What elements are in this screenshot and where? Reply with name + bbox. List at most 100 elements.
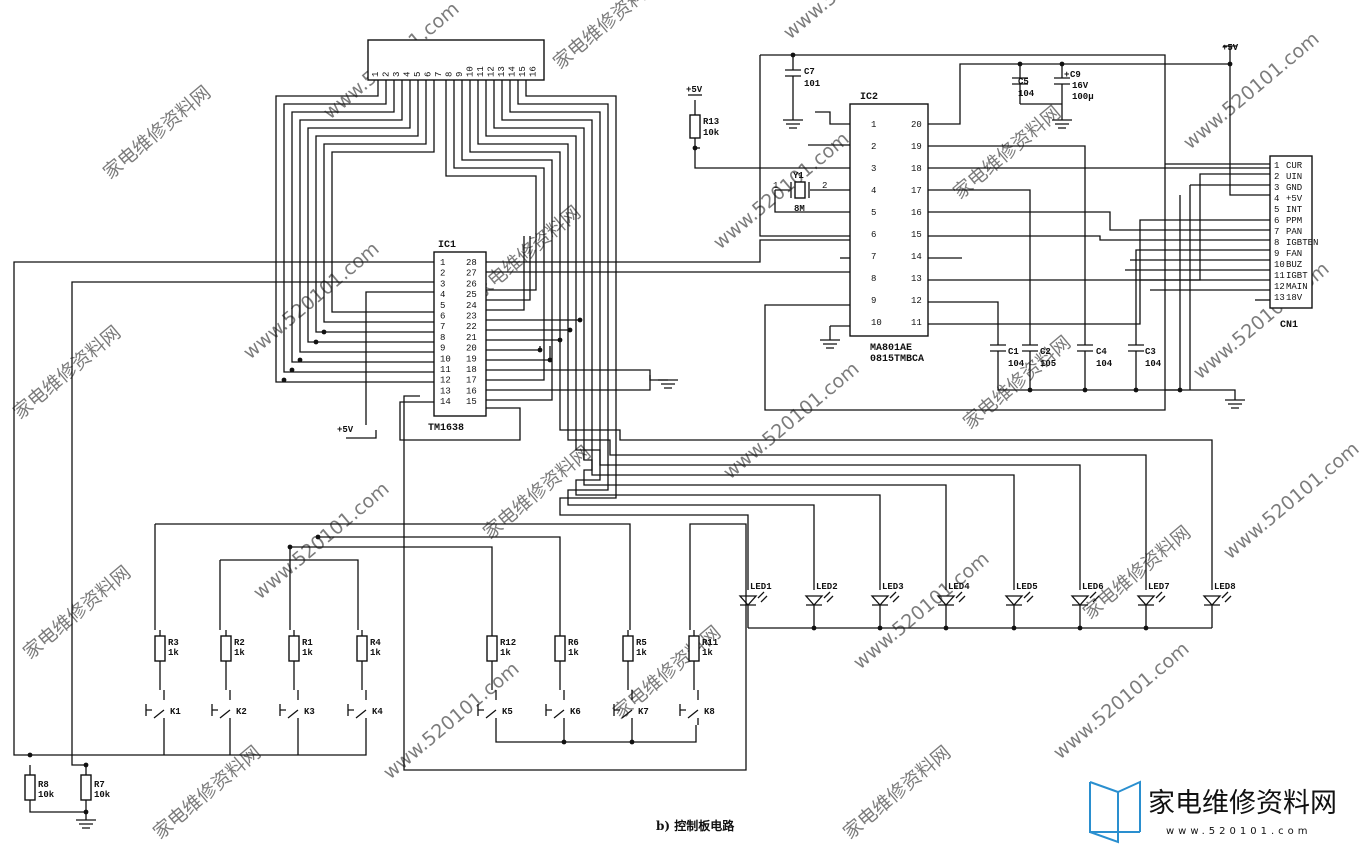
ic1-pin-right: 20 [466,344,477,354]
r7-value: 10k [94,790,111,800]
ic2-pin-left: 8 [871,274,876,284]
top-connector-pin: 9 [455,72,465,77]
cn1-pin-name: UIN [1286,172,1302,182]
cn1-pin-number: 10 [1274,260,1285,270]
cn1-pin-number: 7 [1274,227,1279,237]
pull-down-resistors: R8 10k R7 10k [24,774,111,801]
watermark-text: 家电维修资料网 [9,321,125,423]
ic1-pin-right: 18 [466,365,477,375]
cap-c4: C4 104 [1077,344,1113,370]
power-5v-cn1: +5V [1222,43,1239,53]
key-resistor-value: 1k [234,648,245,658]
ic1-pin-left: 7 [440,322,445,332]
key-resistor [554,635,566,662]
cap-c5: C5 104 [1012,77,1035,99]
ground-symbols [76,119,1245,829]
cap-c1-ref: C1 [1008,347,1019,357]
capacitors: C7 101 C5 104 + C9 16V 100μ C1 104 C2 10… [785,67,1162,370]
led-symbol [870,595,890,606]
cn1-pin-name: CUR [1286,161,1303,171]
led-label: LED7 [1148,582,1170,592]
led-symbol [1070,595,1090,606]
ic2-pin-left: 6 [871,230,876,240]
key-resistor-ref: R2 [234,638,245,648]
watermark-url: www.520101.com [849,548,993,674]
key-switch-label: K4 [372,707,383,717]
watermark-url: www.520101.com [239,238,383,364]
led-label: LED3 [882,582,904,592]
led-symbol [738,595,758,606]
top-connector-pin: 11 [476,66,486,77]
ic1-pin-right: 21 [466,333,477,343]
key-resistor [288,635,300,662]
junction-dots [27,52,1233,815]
cn1-pin-number: 8 [1274,238,1279,248]
cn1-pin-number: 9 [1274,249,1279,259]
top-connector-pin: 2 [382,72,392,77]
ic1-pin-left: 1 [440,258,445,268]
cap-c3-ref: C3 [1145,347,1156,357]
watermark-text: 家电维修资料网 [949,101,1065,203]
led-label: LED5 [1016,582,1038,592]
cn1-pin-name: IGBT [1286,271,1308,281]
ic2-ma801ae: IC2 MA801AE 0815TMBCA 123456789102019181… [849,92,929,365]
ic1-pin-right: 22 [466,322,477,332]
key-switch-label: K7 [638,707,649,717]
watermark-text: 家电维修资料网 [19,561,135,663]
crystal-pin1: 1 [773,181,778,191]
ic1-pin-left: 14 [440,397,451,407]
cap-c9-capacitance: 100μ [1072,92,1094,102]
r7-ref: R7 [94,780,105,790]
cap-c9: + C9 16V 100μ [1054,70,1094,102]
ic2-pin-left: 5 [871,208,876,218]
key-resistor-value: 1k [302,648,313,658]
watermark-text: 家电维修资料网 [479,441,595,543]
cn1-pin-number: 6 [1274,216,1279,226]
resistor-r13: R13 10k [689,114,720,139]
cap-c4-value: 104 [1096,359,1113,369]
key-switch-label: K1 [170,707,181,717]
key-resistor-ref: R12 [500,638,516,648]
r8-value: 10k [38,790,55,800]
ic1-pin-right: 17 [466,376,477,386]
ic1-pin-right: 23 [466,312,477,322]
led-symbol [1202,595,1222,606]
ic2-pin-right: 20 [911,120,922,130]
cap-c5-value: 104 [1018,89,1035,99]
logo-text: 家电维修资料网 [1148,788,1337,819]
ic2-pin-right: 19 [911,142,922,152]
led-symbol [936,595,956,606]
led-symbol [1136,595,1156,606]
led-label: LED2 [816,582,838,592]
ic2-pin-right: 18 [911,164,922,174]
key-switch-label: K6 [570,707,581,717]
key-resistor-ref: R11 [702,638,719,648]
power-labels: +5V +5V +5V [337,43,1239,435]
key-resistor-value: 1k [370,648,381,658]
r13-value: 10k [703,128,720,138]
key-resistor-value: 1k [702,648,713,658]
top-connector-pin: 14 [508,66,518,77]
cap-c5-ref: C5 [1018,77,1029,87]
cn1-pin-name: +5V [1286,194,1303,204]
cap-c9-ref: C9 [1070,70,1081,80]
ic2-pin-left: 3 [871,164,876,174]
cn1-pin-name: BUZ [1286,260,1303,270]
cn1-pin-name: PAN [1286,227,1302,237]
cap-c1-value: 104 [1008,359,1025,369]
cap-c9-voltage: 16V [1072,81,1089,91]
cap-c7-ref: C7 [804,67,815,77]
cn1-pin-name: FAN [1286,249,1302,259]
watermark-text: 家电维修资料网 [1079,521,1195,623]
ic2-pin-left: 1 [871,120,876,130]
ic2-pin-right: 15 [911,230,922,240]
cap-c7-value: 101 [804,79,821,89]
ic1-pin-left: 3 [440,279,445,289]
ic1-ref: IC1 [438,240,456,251]
top-connector-pin: 7 [434,72,444,77]
ic1-pin-left: 6 [440,312,445,322]
cn1-pin-name: PPM [1286,216,1302,226]
